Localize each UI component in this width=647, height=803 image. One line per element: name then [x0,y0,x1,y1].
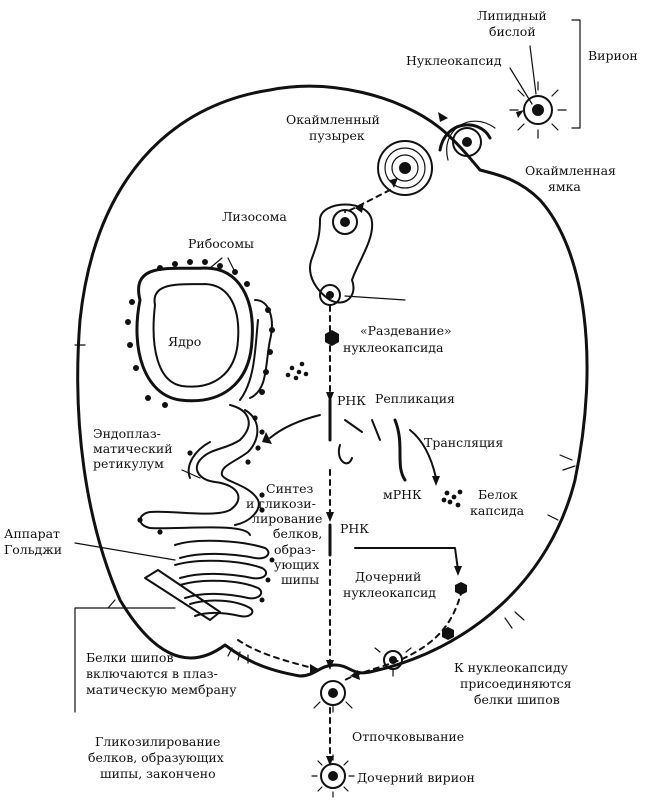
pathway-uncoating [344,189,391,213]
label-spike-membrane-1: Белки шипов [86,650,174,665]
label-synthesis-7: шипы [281,572,319,587]
label-lipid-bilayer-2: бислой [489,24,536,39]
uncoated-nucleocapsid [325,330,339,346]
rna-loop [337,444,353,465]
label-coated-pit-1: Окаймленная [525,163,616,178]
label-capsid-protein-2: капсида [470,503,525,518]
label-capsid-protein-1: Белок [478,487,518,502]
daughter-nucleocapsid-2 [442,627,454,640]
label-glycosylation-1: Гликозилирование [95,734,220,749]
label-synthesis-2: и гликози- [246,496,316,511]
label-coated-pit-2: ямка [548,179,581,194]
label-ribosomes: Рибосомы [188,236,254,251]
translation-strand [393,418,407,482]
label-lysosome: Лизосома [222,209,287,224]
endoplasmic-reticulum [139,404,260,536]
label-synthesis-4: белков, [273,526,322,541]
arrow-to-er-head [262,432,272,444]
golgi-apparatus [144,539,270,621]
label-spike-membrane-2: включаются в плаз- [86,666,218,681]
arrowheads [310,110,524,766]
label-synthesis-5: образ- [274,542,316,557]
coated-pit [438,120,496,161]
label-synthesis-6: ующих [274,557,319,572]
cell-membrane [76,84,589,678]
released-proteins [285,361,309,381]
spike-attaching-nucleocapsid [374,647,412,677]
membrane-spikes [74,344,576,629]
label-translation: Трансляция [424,435,503,450]
label-spike-attach-1: К нуклеокапсиду [454,660,569,675]
translation-arrow [409,429,437,479]
ribosome-dots [125,259,275,408]
label-rna-mid: РНК [340,521,369,536]
incoming-virion [509,81,567,139]
capsid-protein-dots [441,489,463,508]
nucleus [135,266,273,403]
label-budding: Отпочковывание [352,729,464,744]
daughter-virion [311,754,355,798]
membrane-spike-proteins [227,647,249,664]
label-spike-membrane-3: матическую мембрану [86,682,237,697]
label-synthesis-1: Синтез [266,481,314,496]
pathway-left-bottom [237,639,321,671]
arrow-to-daughter-head [454,566,462,576]
label-er-2: матический [93,441,173,456]
arrow-to-daughter [354,547,459,571]
translation-arrowhead [432,476,440,486]
label-uncoating-1: «Раздевание» [360,323,452,338]
label-glycosylation-3: шипы, закончено [100,766,216,781]
er-ribosomes [137,415,265,535]
label-glycosylation-2: белков, образующих [88,750,224,765]
label-lipid-bilayer-1: Липидный [477,8,547,23]
arrow-to-er [269,414,321,439]
er-pointer [181,469,201,479]
budding-virion [313,680,353,713]
label-daughter-nucleocapsid-2: нуклеокапсид [343,585,436,600]
virion-bracket [571,19,581,129]
replication-arrows [344,419,381,441]
label-replication: Репликация [375,391,455,406]
label-golgi-1: Аппарат [4,526,60,541]
spike-membrane-bracket [74,607,176,713]
label-spike-attach-2: присоединяются [460,676,572,691]
nucleocapsid-pointer [509,67,533,105]
golgi-vesicles [259,557,275,603]
pathway-right [344,589,463,681]
label-mrna: мРНК [383,487,422,502]
label-spike-attach-3: белки шипов [474,692,560,707]
label-nucleus: Ядро [168,334,201,349]
label-er-1: Эндоплаз- [93,426,161,441]
label-daughter-virion: Дочерний вирион [357,770,475,785]
ribosome-pointer [209,257,223,269]
golgi-pointer [74,542,176,561]
label-rna-top: РНК [337,393,366,408]
label-virion: Вирион [588,48,638,63]
label-nucleocapsid: Нуклеокапсид [406,53,502,68]
lipid-pointer [529,45,537,95]
label-uncoating-2: нуклеокапсида [343,340,444,355]
daughter-nucleocapsid-1 [455,582,467,595]
ribosome-pointer-2 [227,257,236,273]
label-coated-vesicle-2: пузырек [309,128,365,143]
label-er-3: ретикулум [93,456,164,471]
coated-vesicle [377,140,433,196]
label-synthesis-3: лирование [252,511,322,526]
label-coated-vesicle-1: Окаймленный [286,112,380,127]
lysosome [309,203,406,306]
label-daughter-nucleocapsid-1: Дочерний [355,569,421,584]
label-golgi-2: Гольджи [4,542,62,557]
